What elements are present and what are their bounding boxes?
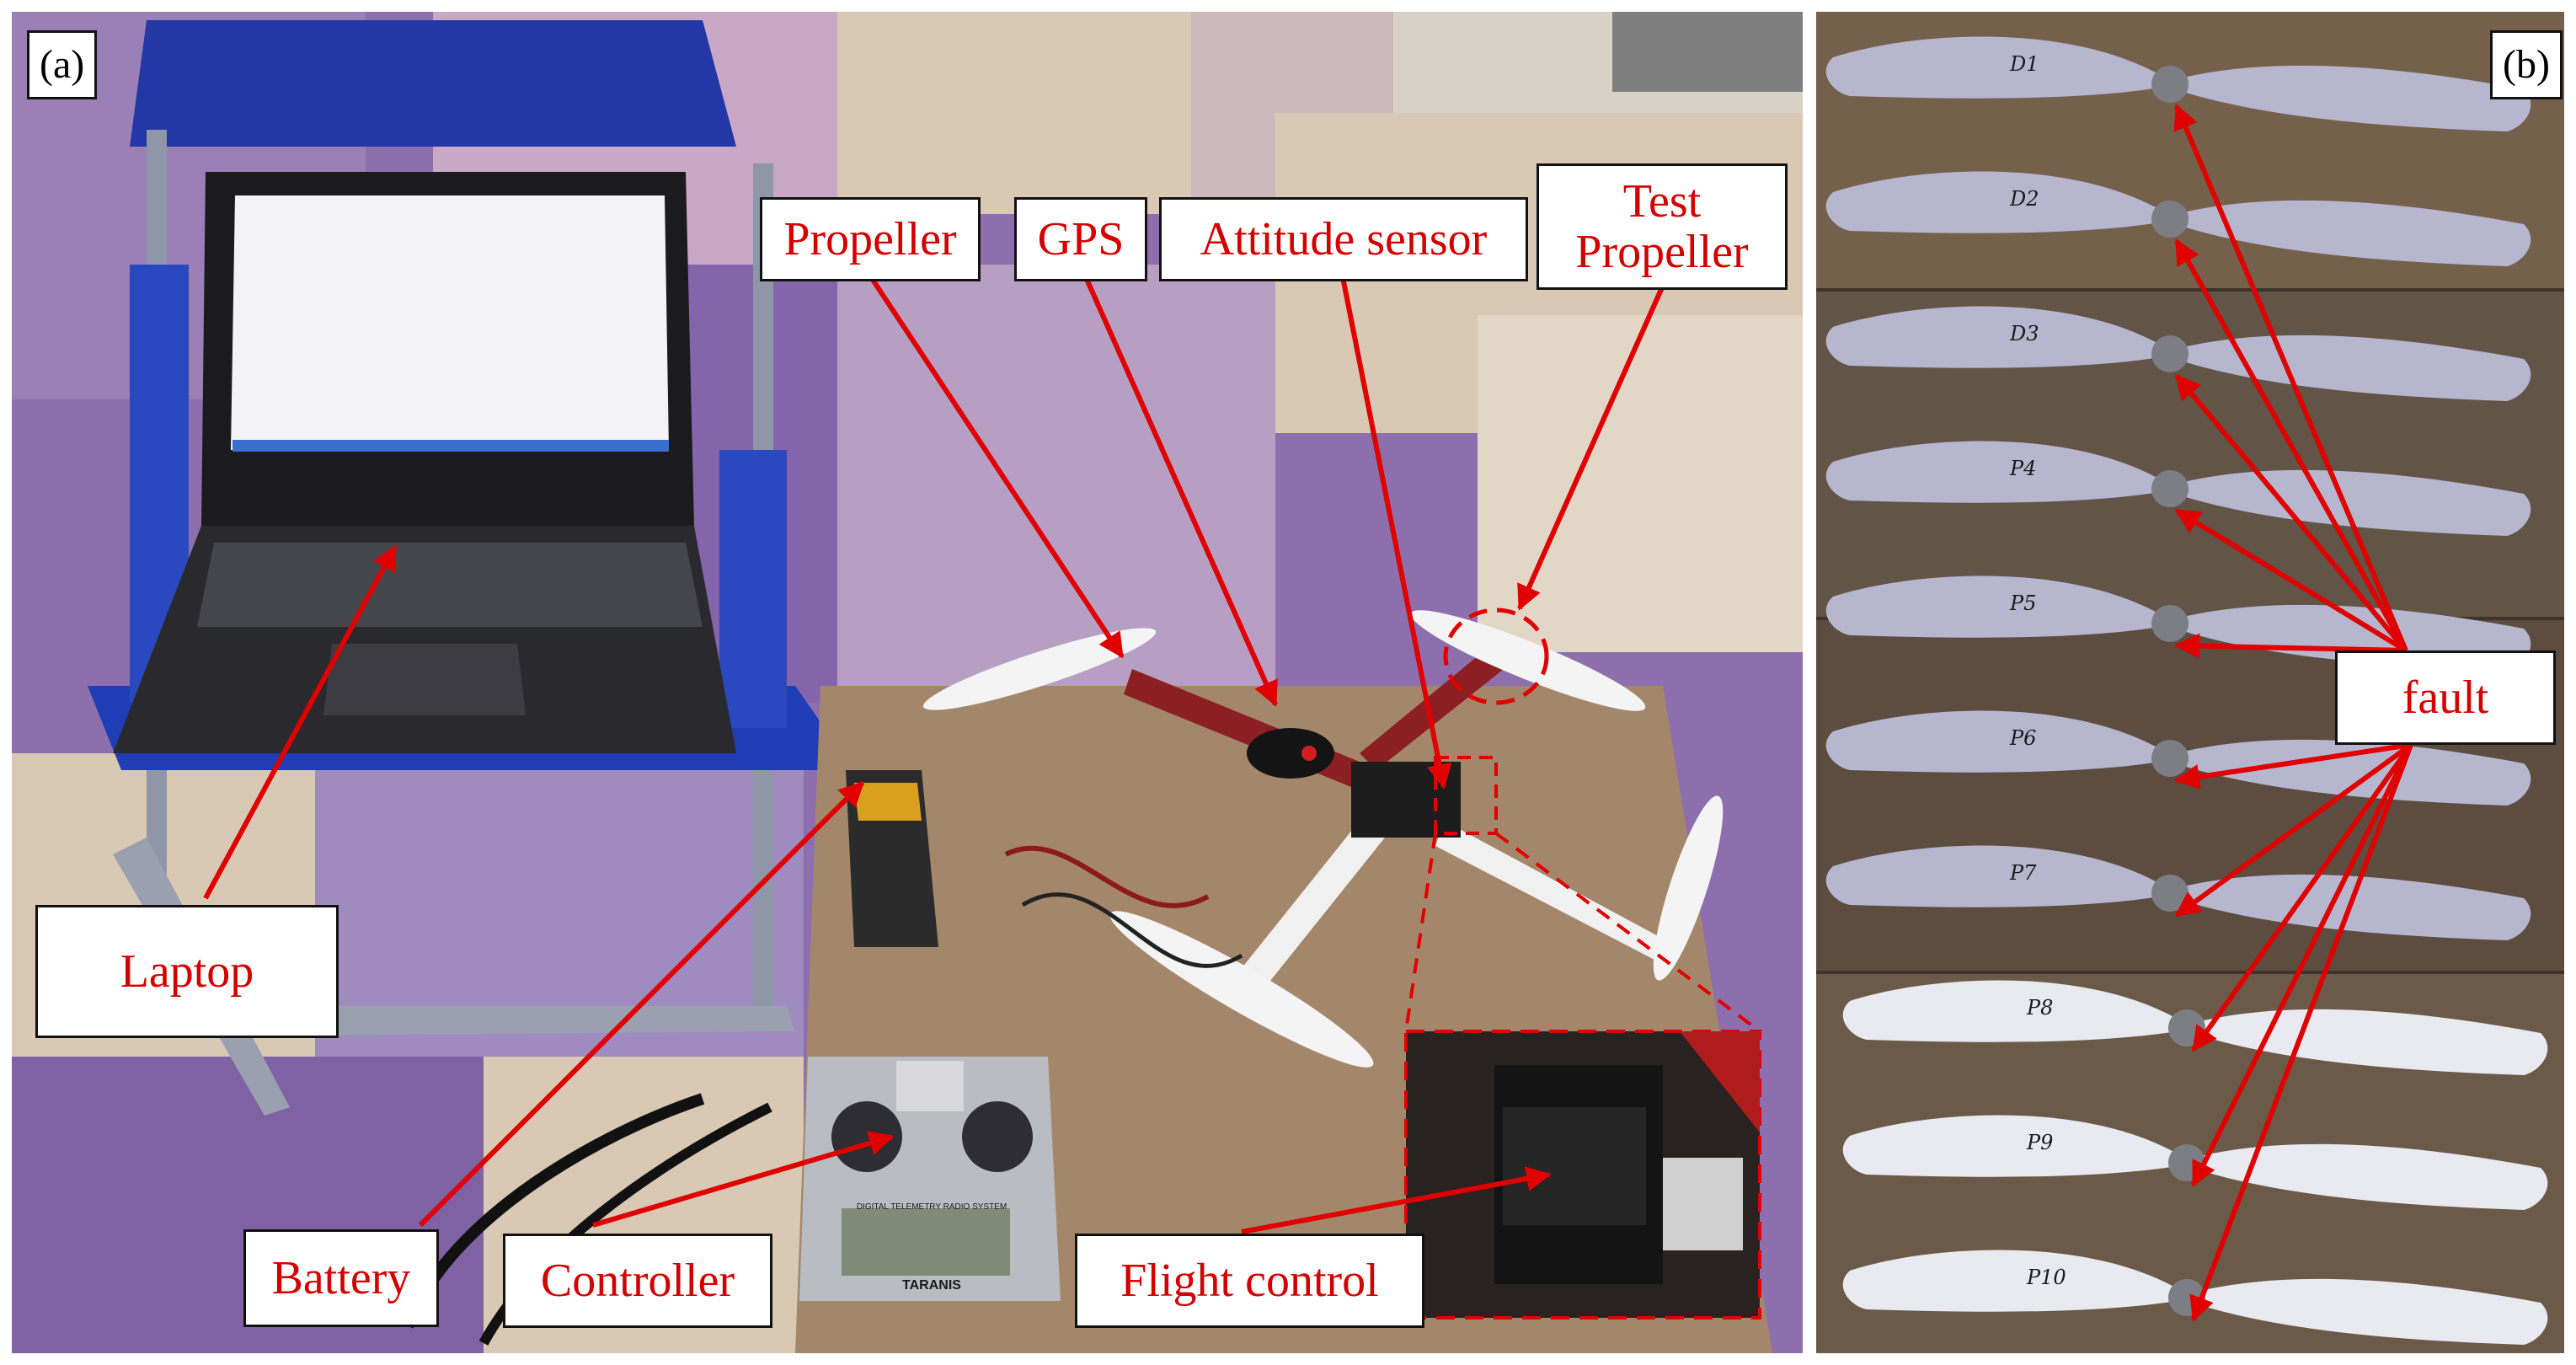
label-attitude-sensor: Attitude sensor (1159, 197, 1528, 281)
propeller-blade (1825, 36, 2170, 99)
panel-b-tag: (b) (2490, 30, 2563, 99)
propeller-mark: P10 (2026, 1266, 2066, 1289)
label-flight-control: Flight control (1075, 1234, 1424, 1328)
propeller-hub (2168, 1009, 2205, 1046)
propeller-mark: P6 (2009, 726, 2036, 750)
propeller-hub (2151, 470, 2189, 507)
label-test-propeller: Test Propeller (1537, 163, 1788, 290)
label-controller: Controller (503, 1234, 772, 1328)
propeller-blade (1825, 710, 2170, 773)
laptop (113, 172, 736, 753)
propeller-blade (1825, 845, 2170, 907)
propeller-hub (2151, 335, 2189, 372)
propeller-mark: P9 (2026, 1131, 2053, 1154)
propeller-1: D1 (1825, 36, 2531, 131)
panel-a-tag: (a) (27, 30, 98, 99)
label-battery: Battery (243, 1229, 439, 1327)
propeller-blade (1825, 575, 2170, 638)
propeller-mark: P7 (2009, 861, 2037, 885)
controller-brand-text: TARANIS (902, 1278, 961, 1293)
propeller-mark: P5 (2009, 592, 2036, 615)
propeller-blade (1825, 441, 2170, 503)
propeller-blade (1842, 1250, 2187, 1312)
propeller-hub (2151, 201, 2189, 238)
propeller-blade (1842, 1115, 2187, 1177)
propeller-blade (1825, 306, 2170, 368)
propeller-mark: D3 (2009, 322, 2039, 345)
label-gps: GPS (1014, 197, 1147, 281)
propeller-mark: P8 (2026, 996, 2053, 1020)
propeller-mark: P4 (2009, 457, 2036, 480)
propeller-blade (1842, 980, 2187, 1042)
propeller-mark: D1 (2009, 52, 2039, 76)
panel-a-photo: DIGITAL TELEMETRY RADIO SYSTEM TARANIS (12, 12, 1803, 1353)
attitude-sensor-highlight (1434, 756, 1498, 835)
propeller-hub (2151, 66, 2189, 103)
flight-control-inset (1404, 1030, 1761, 1320)
label-fault: fault (2335, 650, 2556, 745)
battery (846, 770, 938, 947)
controller-strip-text: DIGITAL TELEMETRY RADIO SYSTEM (857, 1202, 1007, 1212)
propeller-hub (2151, 605, 2189, 642)
propeller-hub (2168, 1144, 2205, 1181)
label-laptop: Laptop (35, 905, 339, 1038)
propeller-hub (2151, 740, 2189, 777)
propeller-mark: D2 (2009, 187, 2039, 211)
label-propeller: Propeller (760, 197, 981, 281)
propeller-hub (2168, 1279, 2205, 1316)
propeller-hub (2151, 875, 2189, 912)
propeller-blade (2170, 65, 2531, 131)
propeller-blade (1825, 171, 2170, 233)
propeller-6: P6 (1825, 710, 2531, 806)
